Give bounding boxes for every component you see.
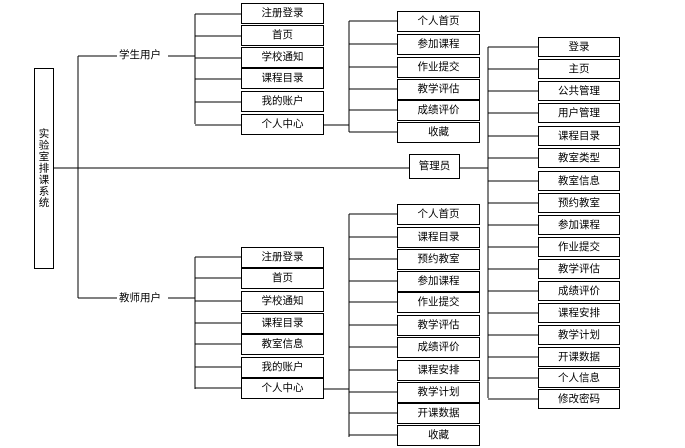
student-center-item: 收藏 [397, 122, 480, 143]
root-label: 实验室排课系统 [37, 128, 50, 209]
teacher-center-item: 成绩评价 [397, 337, 480, 358]
student-center-item: 作业提交 [397, 57, 480, 78]
student-item: 个人中心 [241, 114, 324, 135]
admin-item: 预约教室 [538, 193, 620, 213]
teacher-item: 我的账户 [241, 357, 324, 378]
teacher-center-item: 作业提交 [397, 292, 480, 313]
teacher-item: 教室信息 [241, 334, 324, 355]
student-item: 注册登录 [241, 3, 324, 24]
teacher-center-item: 开课数据 [397, 403, 480, 424]
teacher-item: 个人中心 [241, 378, 324, 399]
teacher-center-item: 收藏 [397, 425, 480, 446]
admin-item: 成绩评价 [538, 281, 620, 301]
teacher-center-item: 教学计划 [397, 382, 480, 403]
teacher-item: 注册登录 [241, 247, 324, 268]
admin-item: 教室信息 [538, 171, 620, 191]
student-node: 学生用户 [117, 47, 163, 62]
teacher-center-item: 课程目录 [397, 227, 480, 248]
teacher-node: 教师用户 [117, 290, 163, 305]
teacher-center-item: 课程安排 [397, 360, 480, 381]
teacher-item: 学校通知 [241, 291, 324, 312]
admin-item: 课程安排 [538, 303, 620, 323]
admin-item: 个人信息 [538, 368, 620, 388]
student-center-item: 教学评估 [397, 79, 480, 100]
teacher-center-item: 个人首页 [397, 204, 480, 225]
admin-item: 教室类型 [538, 148, 620, 168]
admin-item: 主页 [538, 59, 620, 79]
root-node: 实验室排课系统 [34, 68, 54, 269]
admin-item: 修改密码 [538, 389, 620, 409]
teacher-center-item: 教学评估 [397, 315, 480, 336]
student-center-item: 成绩评价 [397, 100, 480, 121]
admin-item: 登录 [538, 37, 620, 57]
admin-item: 教学评估 [538, 259, 620, 279]
student-item: 学校通知 [241, 47, 324, 68]
admin-item: 公共管理 [538, 81, 620, 101]
teacher-center-item: 预约教室 [397, 249, 480, 270]
admin-item: 课程目录 [538, 126, 620, 146]
teacher-center-item: 参加课程 [397, 271, 480, 292]
student-item: 首页 [241, 25, 324, 46]
teacher-item: 首页 [241, 268, 324, 289]
admin-item: 教学计划 [538, 325, 620, 345]
student-item: 课程目录 [241, 68, 324, 89]
admin-item: 参加课程 [538, 215, 620, 235]
student-item: 我的账户 [241, 91, 324, 112]
admin-item: 用户管理 [538, 103, 620, 123]
admin-item: 开课数据 [538, 347, 620, 367]
admin-item: 作业提交 [538, 237, 620, 257]
student-center-item: 个人首页 [397, 11, 480, 32]
admin-node: 管理员 [409, 154, 460, 179]
teacher-item: 课程目录 [241, 313, 324, 334]
student-center-item: 参加课程 [397, 34, 480, 55]
